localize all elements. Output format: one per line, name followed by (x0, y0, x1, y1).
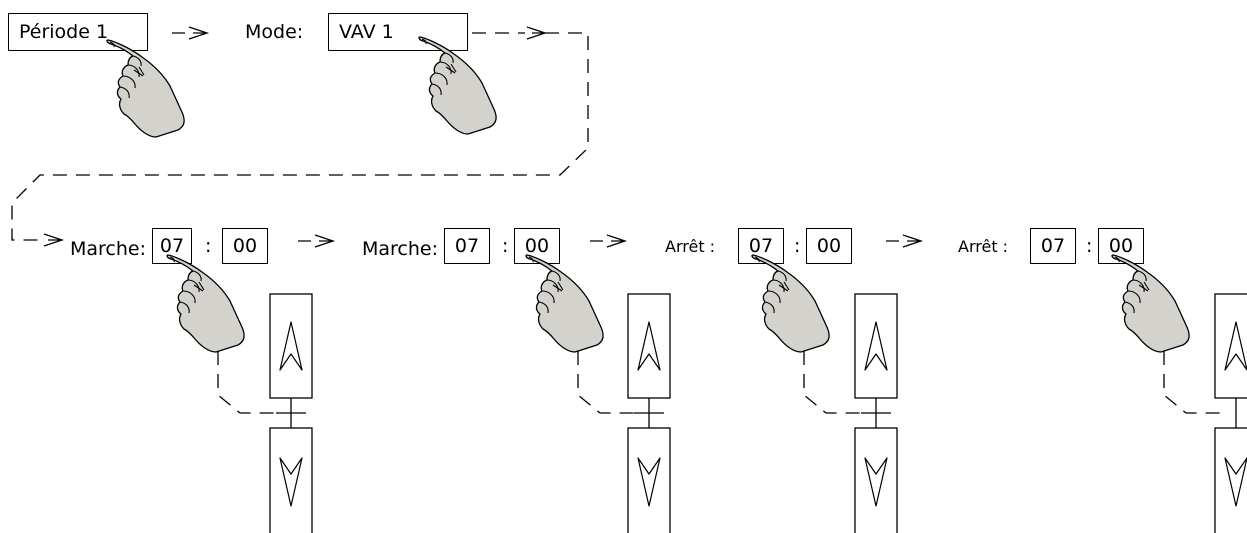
arrow-right-icon (589, 234, 626, 248)
hours-field[interactable]: 07 (1030, 228, 1076, 264)
connector-line (803, 328, 865, 414)
arrow-down-icon (864, 457, 888, 507)
mode-label: Mode: (245, 21, 304, 43)
arrow-up-icon (1224, 321, 1247, 371)
arrow-down-icon (637, 457, 661, 507)
updown-buttons-2 (627, 293, 671, 533)
updown-buttons-1 (269, 293, 313, 533)
time-separator: : (205, 235, 212, 257)
arrow-up-icon (279, 321, 303, 371)
step-label: Arrêt : (665, 237, 716, 256)
arrow-right-icon (885, 234, 922, 248)
hours-field[interactable]: 07 (738, 228, 784, 264)
arrow-right-icon (43, 233, 65, 247)
minutes-field[interactable]: 00 (806, 228, 852, 264)
time-separator: : (1086, 235, 1093, 257)
arrow-right-icon (297, 234, 334, 248)
minutes-field[interactable]: 00 (222, 228, 268, 264)
connector-line (11, 32, 589, 241)
hours-field[interactable]: 07 (152, 228, 192, 264)
step-label: Arrêt : (958, 237, 1009, 256)
period-box[interactable]: Période 1 (8, 13, 148, 51)
arrow-down-icon (1224, 457, 1247, 507)
arrow-right-icon (171, 26, 208, 40)
mode-box-text: VAV 1 (339, 20, 394, 43)
connector-line (217, 328, 280, 414)
updown-buttons-3 (854, 293, 898, 533)
connector-line (1163, 328, 1225, 414)
arrow-up-icon (864, 321, 888, 371)
step-label: Marche: (362, 238, 439, 260)
arrow-down-icon (279, 457, 303, 507)
mode-box[interactable]: VAV 1 (328, 13, 468, 51)
time-separator: : (502, 235, 509, 257)
arrow-up-icon (637, 321, 661, 371)
minutes-field[interactable]: 00 (1098, 228, 1144, 264)
updown-buttons-4 (1214, 293, 1247, 533)
step-label: Marche: (70, 238, 147, 260)
minutes-field[interactable]: 00 (514, 228, 560, 264)
time-separator: : (794, 235, 801, 257)
hours-field[interactable]: 07 (444, 228, 490, 264)
period-box-text: Période 1 (19, 20, 109, 43)
connector-line (577, 328, 638, 414)
